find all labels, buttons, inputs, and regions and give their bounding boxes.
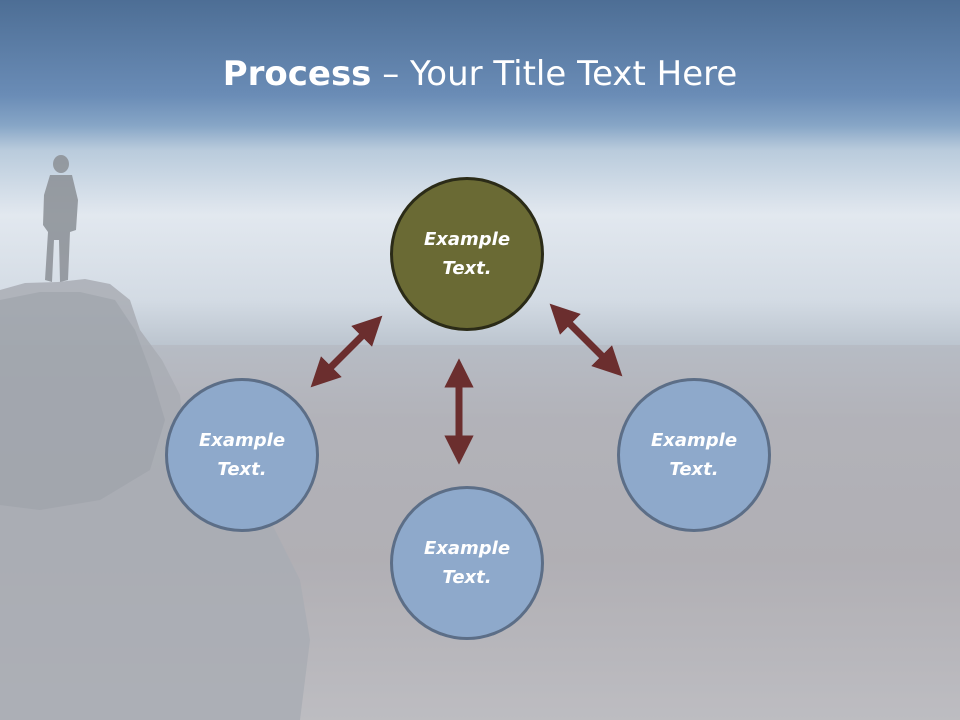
title-rest: – Your Title Text Here <box>371 54 738 94</box>
node-bottom-label: Example Text. <box>423 538 511 588</box>
node-left-label: Example Text. <box>198 430 286 480</box>
node-right: Example Text. <box>617 378 771 532</box>
cliff-rock-shadow <box>0 292 165 510</box>
title-bold: Process <box>222 54 372 94</box>
node-top: Example Text. <box>390 177 544 331</box>
arrow-top-right <box>549 303 623 377</box>
node-bottom: Example Text. <box>390 486 544 640</box>
slide-title: Process – Your Title Text Here <box>0 52 960 96</box>
arrow-top-left <box>310 315 383 388</box>
person-silhouette <box>43 155 78 282</box>
node-right-label: Example Text. <box>650 430 738 480</box>
node-top-label: Example Text. <box>423 229 511 279</box>
node-left: Example Text. <box>165 378 319 532</box>
